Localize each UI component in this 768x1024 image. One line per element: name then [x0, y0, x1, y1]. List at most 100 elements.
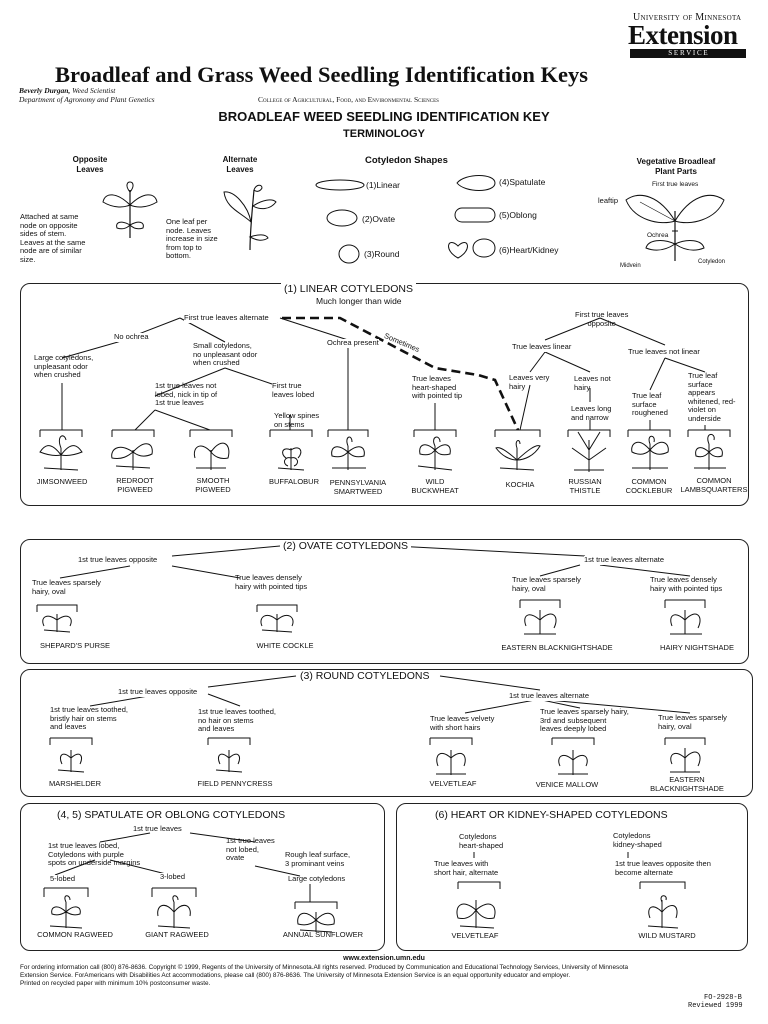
heart-node-heart: Cotyledons heart-shaped	[459, 832, 504, 850]
ovate-node-dense2: True leaves densely hairy with pointed t…	[650, 575, 723, 593]
spatulate-node-5-lobed: 5-lobed	[50, 874, 76, 884]
node-lobed: First true leaves lobed	[272, 381, 315, 399]
plant-marshelder: MARSHELDER	[48, 779, 102, 788]
round-node-lobed: True leaves sparsely hairy, 3rd and subs…	[540, 707, 629, 733]
spatulate-title: (4, 5) SPATULATE OR OBLONG COTYLEDONS	[54, 809, 289, 821]
node-first-opposite: First true leaves opposite	[575, 310, 629, 328]
plant-parts-illustration	[625, 194, 725, 261]
spatulate-node-large: Large cotyledons	[288, 874, 346, 883]
linear-subtitle: Much longer than wide	[316, 296, 402, 306]
university-name: University of Minnesota	[633, 12, 742, 23]
node-not-lobed: 1st true leaves not lobed, nick in tip o…	[155, 381, 218, 407]
plant-buffalobur: BUFFALOBUR	[268, 477, 319, 486]
alternate-leaves-desc: One leaf per node. Leaves increase in si…	[166, 217, 218, 260]
shape-heart: (6)Heart/Kidney	[499, 245, 559, 255]
ovate-node-dense1: True leaves densely hairy with pointed t…	[235, 573, 308, 591]
node-true-linear: True leaves linear	[512, 342, 572, 352]
extension-logo-text: Extension	[628, 20, 738, 50]
footer-line-2: Extension Service. ForAmericans with Dis…	[20, 972, 571, 979]
service-bar	[630, 49, 746, 58]
round-title: (3) ROUND COTYLEDONS	[297, 670, 433, 682]
round-node-toothed-hair: 1st true leaves toothed, bristly hair on…	[50, 705, 128, 731]
heart-node-kidney: Cotyledons kidney-shaped	[613, 831, 662, 849]
service-label: S E R V I C E	[668, 49, 708, 57]
node-very-hairy: Leaves very hairy	[509, 373, 550, 391]
footer-reviewed: Reviewed 1999	[688, 1002, 743, 1010]
footer-line-1: For ordering information call (800) 876-…	[20, 964, 629, 971]
plant-field-pennycress: FIELD PENNYCRESS	[197, 779, 273, 788]
spatulate-node-rough: Rough leaf surface, 3 prominant veins	[285, 850, 351, 868]
key-title: BROADLEAF WEED SEEDLING IDENTIFICATION K…	[218, 109, 550, 124]
spatulate-node-3-lobed: 3-lobed	[160, 872, 186, 882]
ovate-node-alternate: 1st true leaves alternate	[584, 555, 665, 565]
node-first-alternate: First true leaves alternate	[184, 313, 269, 323]
plant-redroot-pigweed: REDROOT PIGWEED	[116, 476, 154, 494]
cotyledon-shapes-title: Cotyledon Shapes	[365, 155, 448, 166]
plant-parts-title: Vegetative Broadleaf Plant Parts	[636, 157, 716, 176]
footer-code: FO-2928-B	[704, 994, 742, 1002]
node-no-ochrea: No ochrea	[114, 332, 149, 342]
author-role: Weed Scientist	[70, 86, 116, 95]
shape-oblong: (5)Oblong	[499, 210, 537, 220]
plant-shepards-purse: SHEPARD'S PURSE	[39, 641, 111, 650]
linear-seedlings	[39, 431, 726, 472]
ovate-title: (2) OVATE COTYLEDONS	[280, 540, 412, 552]
heart-title: (6) HEART OR KIDNEY-SHAPED COTYLEDONS	[432, 809, 671, 821]
node-not-hairy: Leaves not hairy	[574, 374, 611, 392]
alternate-leaves-illustration	[223, 184, 277, 251]
heart-kidney-section	[396, 803, 748, 951]
plant-annual-sunflower: ANNUAL SUNFLOWER	[282, 930, 364, 939]
round-node-velvety: True leaves velvety with short hairs	[430, 714, 495, 732]
plant-wild-mustard: WILD MUSTARD	[638, 931, 696, 940]
node-heart-shaped: True leaves heart-shaped with pointed ti…	[412, 374, 463, 400]
ovate-node-sparse1: True leaves sparsely hairy, oval	[32, 578, 101, 596]
author-line: Beverly Durgan, Weed Scientist	[19, 87, 115, 95]
plant-wild-buckwheat: WILD BUCKWHEAT	[411, 477, 459, 495]
terminology-heading: TERMINOLOGY	[343, 128, 425, 140]
spatulate-oblong-section	[20, 803, 385, 951]
footer-line-3: Printed on recycled paper with minimum 1…	[20, 980, 211, 987]
footer-url: www.extension.umn.edu	[343, 955, 425, 962]
node-yellow-spines: Yellow spines on stems	[274, 411, 320, 429]
ovate-node-sparse2: True leaves sparsely hairy, oval	[512, 575, 581, 593]
node-long-narrow: Leaves long and narrow	[571, 404, 612, 422]
opposite-leaves-desc: Attached at same node on opposite sides …	[20, 212, 86, 264]
linear-title: (1) LINEAR COTYLEDONS	[281, 283, 416, 295]
spatulate-node-not-lobed: 1st true leaves not lobed, ovate	[226, 836, 275, 862]
plant-venice-mallow: VENICE MALLOW	[535, 780, 599, 789]
part-ochrea: Ochrea	[647, 232, 669, 239]
ovate-node-opposite: 1st true leaves opposite	[78, 555, 158, 565]
round-cotyledons-section	[20, 669, 753, 797]
page-title: Broadleaf and Grass Weed Seedling Identi…	[55, 62, 588, 87]
spatulate-node-first: 1st true leaves	[133, 824, 182, 833]
heart-node-short-hair: True leaves with short hair, alternate	[434, 859, 499, 877]
part-midvein: Midvein	[620, 263, 641, 269]
plant-pennsylvania-smartweed: PENNSYLVANIA SMARTWEED	[329, 478, 387, 496]
part-leaftip: leaftip	[598, 196, 619, 205]
node-large-cotyledons: Large cotyledons, unpleasant odor when c…	[34, 353, 94, 379]
round-node-alternate: 1st true leaves alternate	[509, 691, 590, 701]
shape-ovate: (2)Ovate	[362, 214, 396, 224]
college: College of Agricultural, Food, and Envir…	[258, 95, 439, 104]
plant-common-ragweed: COMMON RAGWEED	[37, 930, 113, 939]
plant-common-lambsquarters: COMMON LAMBSQUARTERS	[680, 476, 748, 494]
plant-giant-ragweed: GIANT RAGWEED	[145, 930, 209, 939]
node-roughened: True leaf surface roughened	[632, 391, 668, 417]
cotyledon-shapes-illustration	[315, 175, 496, 264]
plant-common-cocklebur: COMMON COCKLEBUR	[625, 477, 673, 495]
shape-linear: (1)Linear	[366, 180, 401, 190]
opposite-leaves-title: Opposite Leaves	[72, 155, 108, 174]
plant-jimsonweed: JIMSONWEED	[36, 477, 88, 486]
plant-eastern-blacknightshade-round: EASTERN BLACKNIGHTSHADE	[650, 775, 724, 793]
spatulate-node-lobed: 1st true leaves lobed, Cotyledons with p…	[48, 841, 141, 867]
part-cotyledon: Cotyledon	[698, 259, 726, 265]
plant-smooth-pigweed: SMOOTH PIGWEED	[195, 476, 231, 494]
plant-kochia: KOCHIA	[505, 480, 535, 489]
node-ochrea-present: Ochrea present	[327, 338, 379, 348]
shape-round: (3)Round	[364, 249, 400, 259]
